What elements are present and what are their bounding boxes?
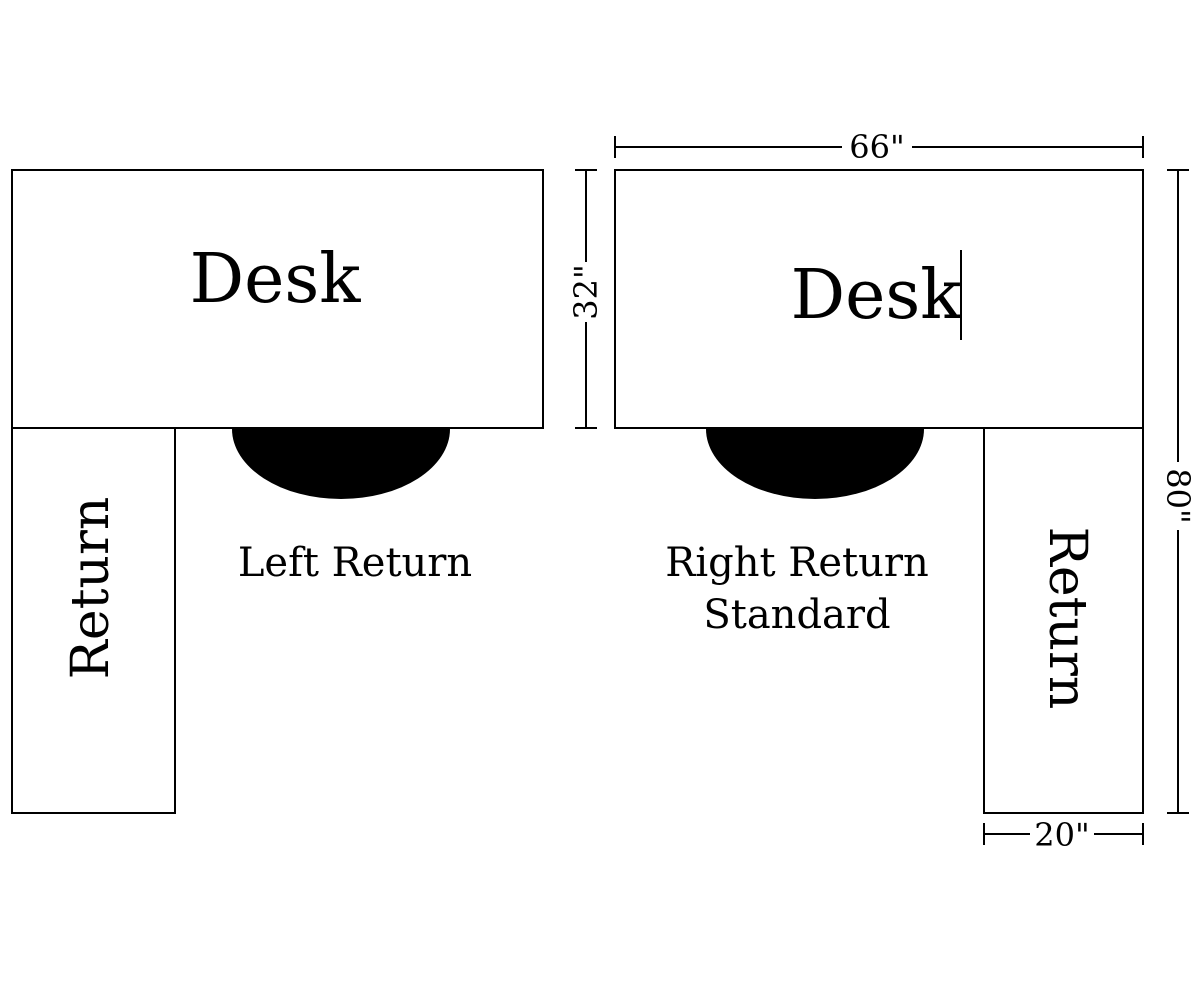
desk-depth-label: 32" [567, 264, 605, 319]
dimension-overall-depth: 80" [1159, 169, 1197, 814]
return-width-label: 20" [1034, 816, 1089, 854]
right-return-layout: Desk Return Right Return Standard [614, 169, 1144, 814]
left-return-layout: Desk Return Left Return [11, 169, 544, 814]
desk-width-label: 66" [849, 128, 904, 166]
right-return-surface [983, 427, 1144, 814]
dimension-desk-width: 66" [614, 128, 1144, 166]
left-chair-icon [232, 429, 450, 499]
right-return-label: Return [1037, 527, 1097, 710]
right-desk-label: Desk [791, 256, 963, 335]
right-return-caption-line1: Right Return [665, 540, 929, 586]
left-return-surface [11, 427, 176, 814]
left-return-label: Return [61, 497, 121, 680]
right-return-caption-line2: Standard [703, 592, 890, 638]
overall-depth-label: 80" [1159, 468, 1197, 523]
right-chair-icon [706, 429, 924, 499]
left-return-caption: Left Return [238, 540, 472, 586]
right-desk-surface [614, 169, 1144, 429]
dimension-return-width: 20" [983, 816, 1144, 854]
left-desk-surface [11, 169, 544, 429]
left-desk-label: Desk [190, 240, 362, 319]
dimension-desk-depth: 32" [567, 169, 605, 429]
